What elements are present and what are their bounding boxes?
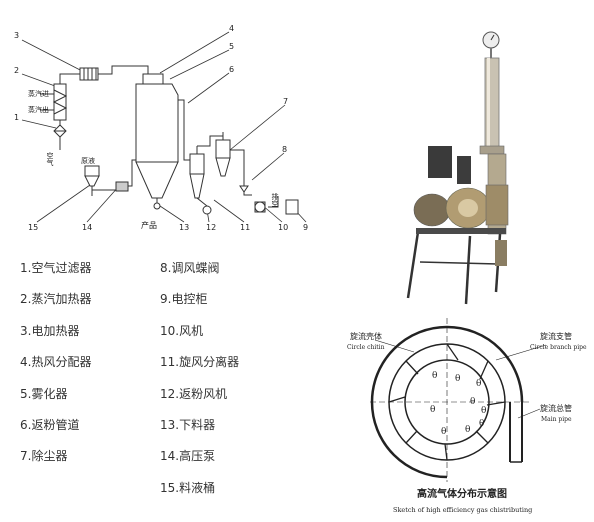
legend-item: 4.热风分配器 [20, 355, 92, 369]
callout-12: 12 [206, 223, 216, 232]
legend-item: 14.高压泵 [160, 449, 216, 463]
main-pipe-label-en: Main pipe [541, 416, 572, 423]
feed-system [84, 159, 136, 196]
legend-left: 1.空气过滤器 2.蒸汽加热器 3.电加热器 4.热风分配器 5.雾化器 6.返… [20, 261, 140, 481]
branch-label-cn: 旋流支管 [540, 331, 572, 341]
legend-item: 10.风机 [160, 324, 204, 338]
callout-10: 10 [278, 223, 288, 232]
callout-8: 8 [282, 145, 287, 154]
legend-item: 11.旋风分离器 [160, 355, 240, 369]
air-intake-assembly [40, 65, 149, 150]
legend-item: 1.空气过滤器 [20, 261, 92, 275]
callout-2: 2 [14, 66, 19, 75]
callout-15: 15 [28, 223, 38, 232]
equipment-photo [406, 31, 509, 305]
callout-1: 1 [14, 113, 19, 122]
main-pipe-label-cn: 旋流总管 [540, 403, 572, 413]
callout-11: 11 [240, 223, 250, 232]
callout-14: 14 [82, 223, 92, 232]
separators [189, 132, 299, 215]
exhaust-label: 排空 [271, 192, 279, 207]
raw-liquid-label: 原液 [81, 156, 95, 165]
callout-7: 7 [283, 97, 288, 106]
shell-label-en: Circle chitin [347, 344, 385, 351]
gas-distribution-sketch [370, 318, 547, 482]
theta-9: θ [465, 425, 470, 435]
legend-item: 6.返粉管道 [20, 418, 80, 432]
callout-9: 9 [303, 223, 308, 232]
legend-item: 5.雾化器 [20, 387, 68, 401]
callout-4: 4 [229, 24, 234, 33]
legend-item: 8.调风蝶阀 [160, 261, 220, 275]
steam-in-label: 蒸汽进 [28, 89, 49, 98]
legend-item: 15.料液桶 [160, 481, 216, 495]
theta-5: θ [481, 406, 486, 416]
theta-3: θ [476, 379, 481, 389]
theta-7: θ [479, 419, 484, 429]
callout-numbers: 3 2 1 4 5 6 7 8 9 10 11 12 13 14 15 [14, 24, 308, 232]
legend-item: 2.蒸汽加热器 [20, 292, 92, 306]
legend-item: 13.下料器 [160, 418, 216, 432]
sketch-caption-en: Sketch of high efficiency gas chistribut… [393, 506, 532, 514]
legend-item: 9.电控柜 [160, 292, 208, 306]
legend-item: 12.返粉风机 [160, 387, 228, 401]
theta-symbols: θ θ θ θ θ θ θ θ θ [430, 371, 486, 437]
callout-3: 3 [14, 31, 19, 40]
theta-2: θ [455, 374, 460, 384]
theta-6: θ [430, 405, 435, 415]
branch-label-en: Circle branch pipe [530, 344, 587, 351]
legend-item: 3.电加热器 [20, 324, 80, 338]
callout-13: 13 [179, 223, 189, 232]
drying-tower [135, 73, 192, 210]
legend-item: 7.除尘器 [20, 449, 68, 463]
shell-label-cn: 旋流壳体 [350, 331, 382, 341]
steam-out-label: 蒸汽出 [28, 105, 49, 114]
callout-6: 6 [229, 65, 234, 74]
legend-right: 8.调风蝶阀 9.电控柜 10.风机 11.旋风分离器 12.返粉风机 13.下… [160, 261, 300, 501]
sketch-caption-cn: 高流气体分布示意图 [417, 487, 507, 500]
product-label: 产品 [141, 220, 157, 230]
air-label: 空气 [46, 151, 54, 166]
theta-1: θ [432, 371, 437, 381]
callout-5: 5 [229, 42, 234, 51]
theta-8: θ [441, 427, 446, 437]
theta-4: θ [470, 397, 475, 407]
